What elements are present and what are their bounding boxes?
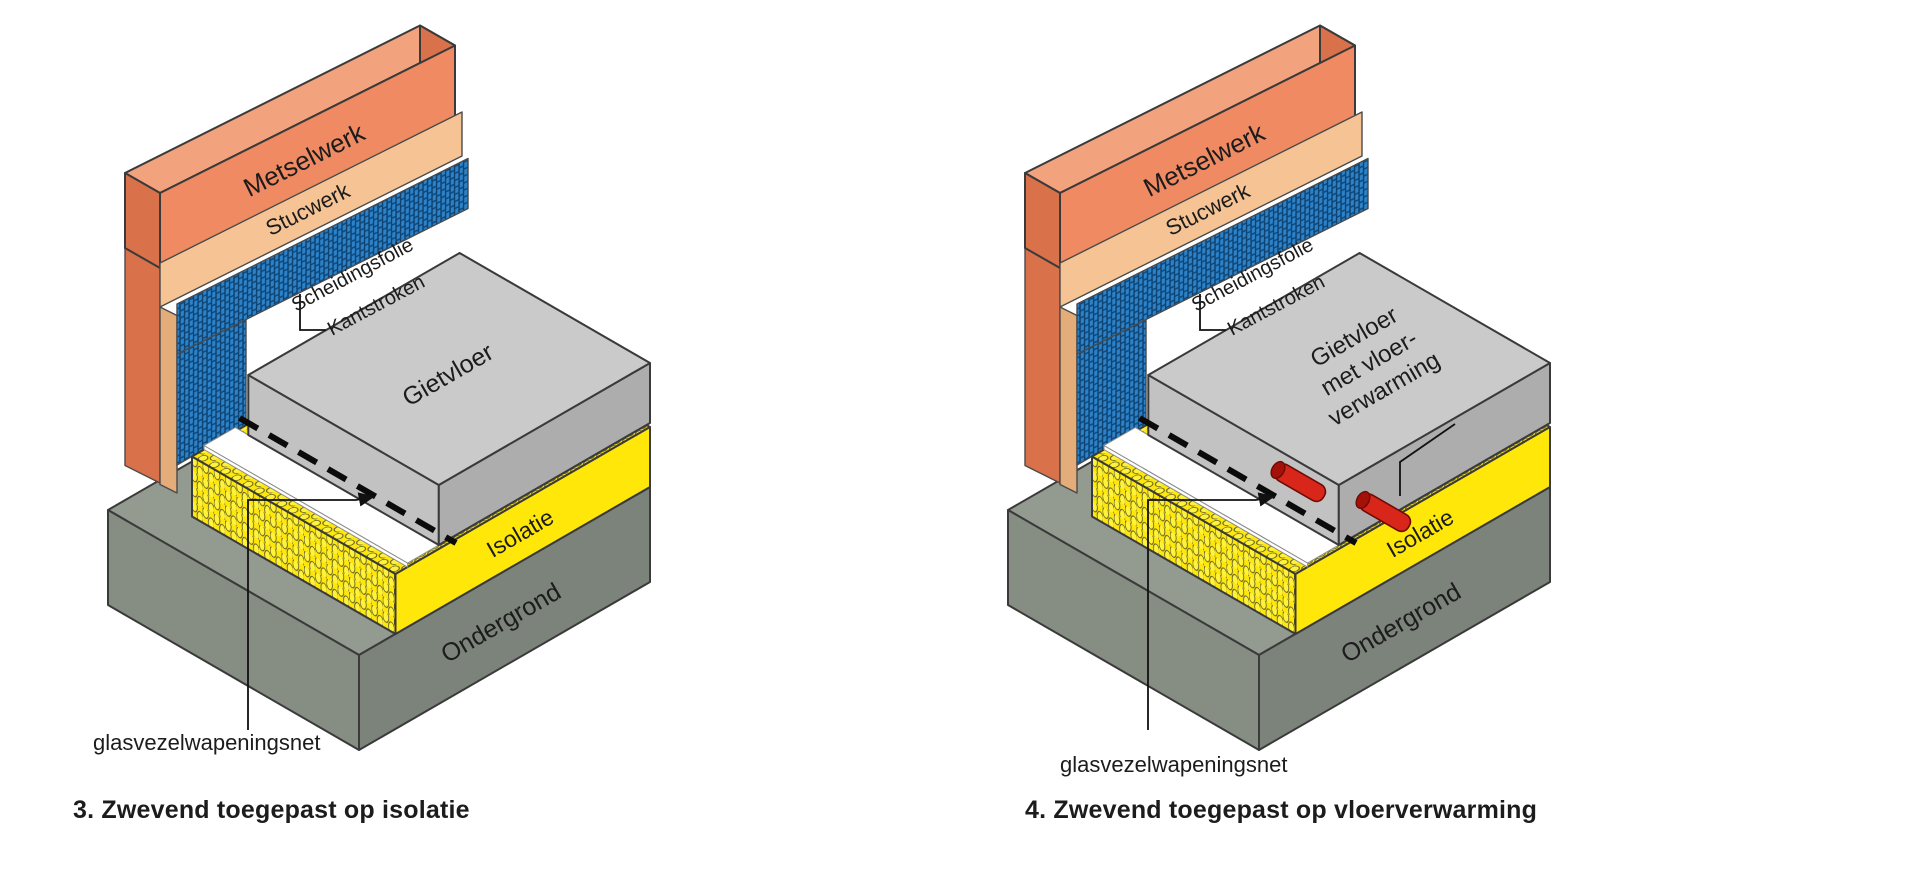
reinforcement-net-label: glasvezelwapeningsnet [93, 730, 321, 755]
diagram-floating-on-insulation: Metselwerk Stucwerk Scheidingsfolie Kant… [73, 26, 650, 824]
reinforcement-net-label: glasvezelwapeningsnet [1060, 752, 1288, 777]
heating-pipe-2 [1355, 490, 1412, 533]
scene-right [1008, 26, 1550, 751]
caption-left: 3. Zwevend toegepast op isolatie [73, 796, 470, 824]
pipe-leader-line [1399, 423, 1456, 496]
heating-pipe-1 [1270, 460, 1327, 503]
caption-right: 4. Zwevend toegepast op vloerverwarming [1025, 796, 1537, 824]
scene-left [108, 26, 650, 751]
diagram-floating-on-floor-heating: Metselwerk Stucwerk Scheidingsfolie Kant… [1008, 26, 1550, 824]
